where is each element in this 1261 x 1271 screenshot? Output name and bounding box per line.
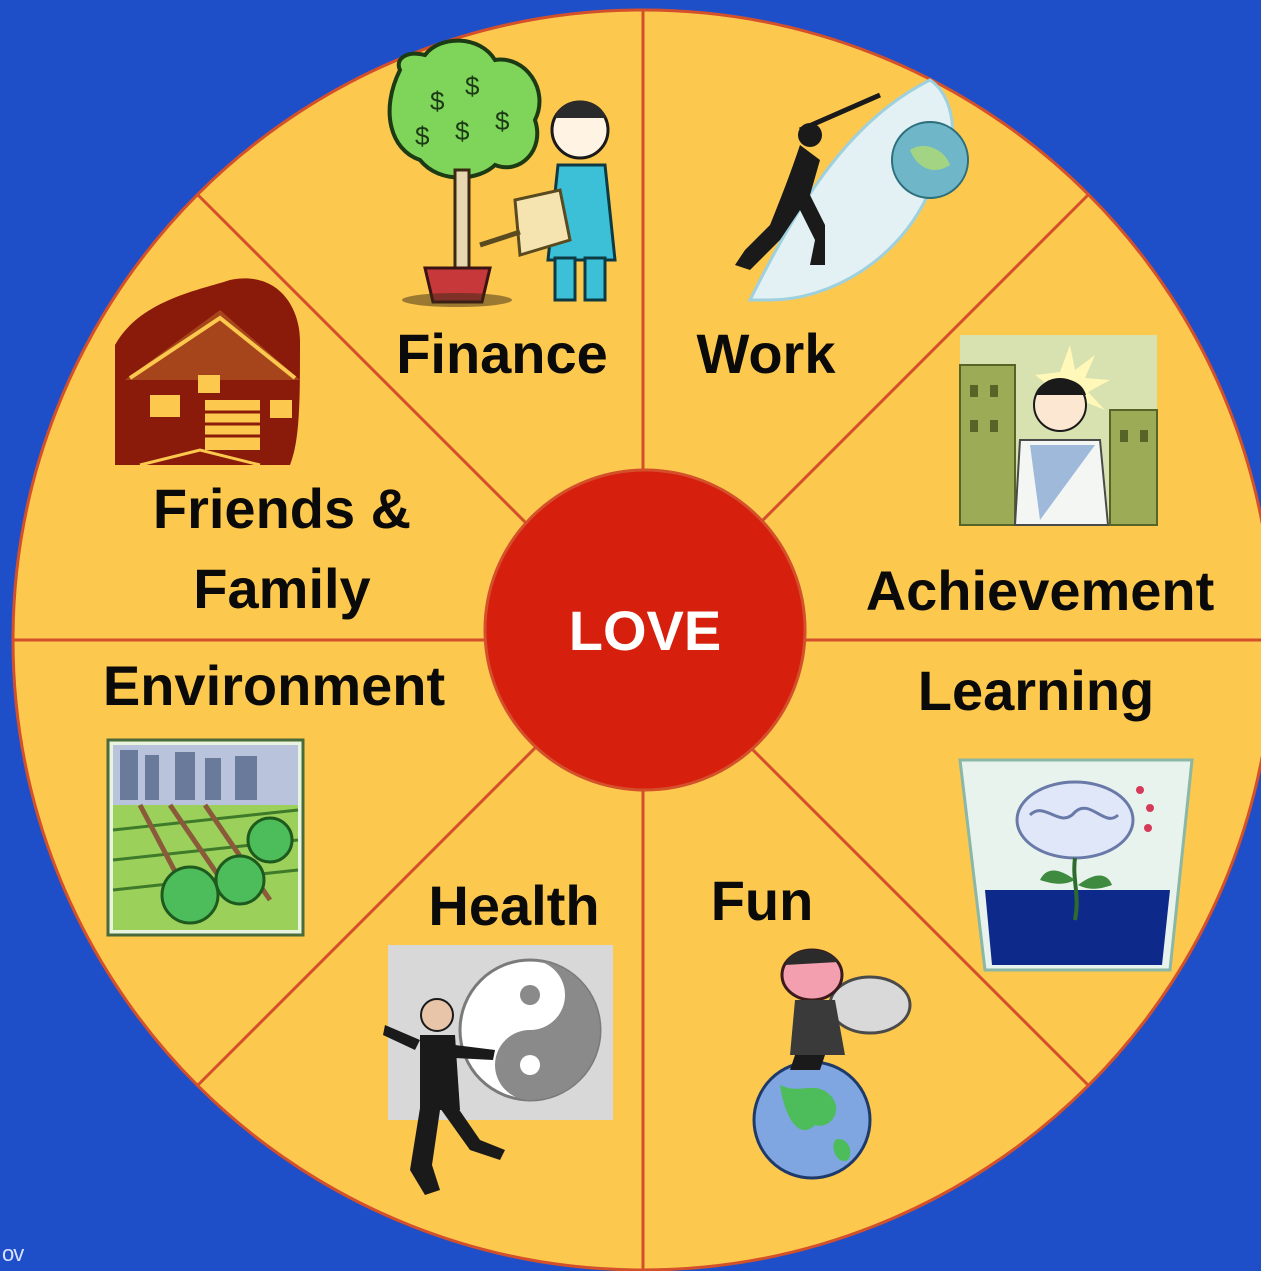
corner-text: ov — [2, 1241, 24, 1266]
label-health: Health — [428, 874, 599, 937]
label-environment: Environment — [103, 654, 445, 717]
svg-text:$: $ — [455, 116, 470, 146]
money-tree-icon: $ $ $ $ $ — [387, 38, 617, 307]
svg-text:$: $ — [465, 71, 480, 101]
yin-yang-icon — [383, 945, 613, 1195]
label-friends-line1: Friends & — [153, 477, 411, 540]
label-family-line2: Family — [193, 557, 370, 620]
house-icon — [115, 278, 300, 467]
label-fun: Fun — [711, 869, 814, 932]
climber-icon — [735, 78, 969, 302]
svg-text:$: $ — [495, 106, 510, 136]
center-label: LOVE — [569, 599, 721, 662]
svg-text:$: $ — [430, 86, 445, 116]
label-learning: Learning — [918, 659, 1154, 722]
brain-plant-icon — [958, 758, 1194, 972]
center-hub — [483, 468, 807, 792]
businessman-icon — [959, 335, 1158, 526]
label-work: Work — [697, 322, 837, 385]
label-finance: Finance — [396, 322, 608, 385]
label-achievement: Achievement — [866, 559, 1215, 622]
landscape-icon — [106, 738, 305, 937]
svg-text:$: $ — [415, 121, 430, 151]
globe-traveler-icon — [752, 948, 912, 1180]
